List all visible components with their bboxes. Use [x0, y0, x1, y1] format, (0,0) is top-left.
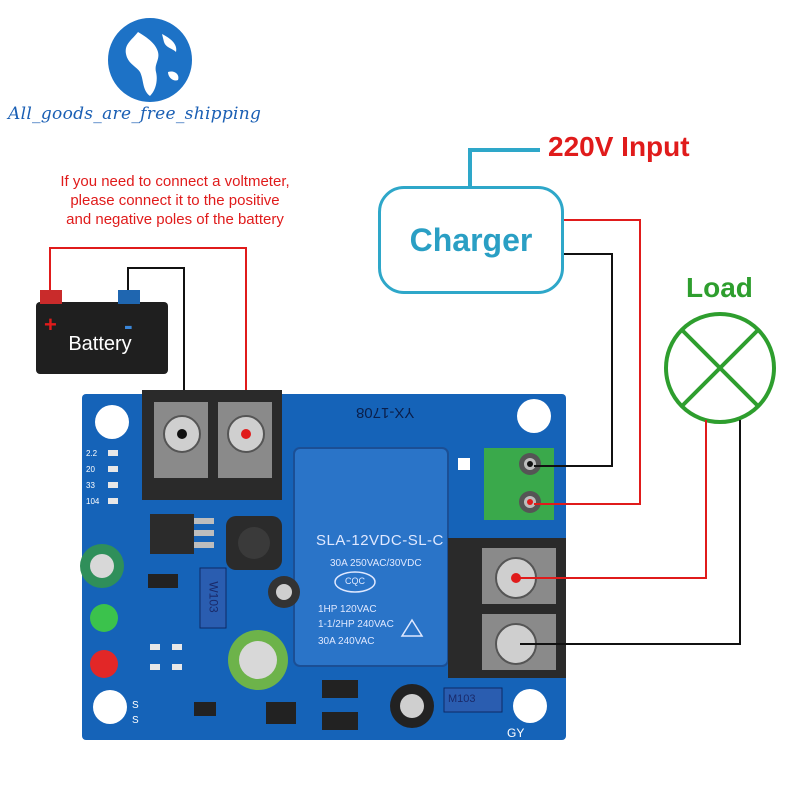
load-label: Load [686, 272, 753, 303]
load-wire-red [518, 420, 707, 579]
relay-spec: 1HP 120VAC [318, 604, 377, 615]
potentiometer [443, 687, 503, 713]
battery-label: Battery [68, 333, 132, 355]
cqc-mark: CQC [345, 576, 365, 586]
mount-hole [95, 405, 129, 439]
silkscreen-value: 20 [86, 465, 95, 474]
mount-hole [517, 399, 551, 433]
charger-terminal [484, 448, 554, 520]
logo-text: All_goods_are_free_shipping [8, 104, 262, 124]
charger-label: Charger [409, 221, 533, 258]
mount-hole [513, 689, 547, 723]
charger-wire-red [534, 219, 641, 505]
silkscreen-value: 33 [86, 481, 95, 490]
silkscreen-label: S [132, 715, 139, 726]
note-line: and negative poles of the battery [66, 211, 284, 228]
battery-body [36, 302, 168, 374]
note-line: If you need to connect a voltmeter, [60, 173, 290, 190]
relay-model-label: SLA-12VDC-SL-C [316, 532, 444, 549]
silkscreen-values: 2.2 20 33 104 [86, 446, 99, 510]
voltmeter-note: If you need to connect a voltmeter, plea… [20, 172, 330, 229]
potentiometer [199, 567, 227, 629]
silkscreen-label: S [132, 700, 139, 711]
note-line: please connect it to the positive [70, 192, 280, 209]
voltmeter-wire-black [127, 267, 185, 432]
voltmeter-wire-red [49, 247, 247, 432]
led-green [90, 604, 118, 632]
silkscreen-value: 104 [86, 497, 100, 506]
silkscreen-label: GY [507, 726, 525, 740]
input-label: 220V Input [548, 131, 690, 162]
input-wire [468, 148, 540, 186]
relay [293, 447, 449, 667]
regulator-ic [150, 514, 194, 554]
silkscreen-value: 2.2 [86, 449, 98, 458]
battery-plus: + [44, 312, 57, 337]
pot-label: M103 [448, 693, 476, 705]
led-red [90, 650, 118, 678]
globe-logo-icon [106, 16, 194, 104]
charger-wire-black [534, 253, 613, 467]
relay-spec: 1-1/2HP 240VAC [318, 619, 394, 630]
load-wire-black [520, 420, 741, 645]
battery-minus: - [124, 310, 133, 340]
relay-spec: 30A 250VAC/30VDC [330, 558, 422, 569]
board-model-label: YX-1708 [356, 404, 415, 421]
relay-spec: 30A 240VAC [318, 636, 375, 647]
mount-hole [93, 690, 127, 724]
pot-label: W103 [206, 581, 221, 613]
charger-box: Charger [378, 186, 564, 294]
